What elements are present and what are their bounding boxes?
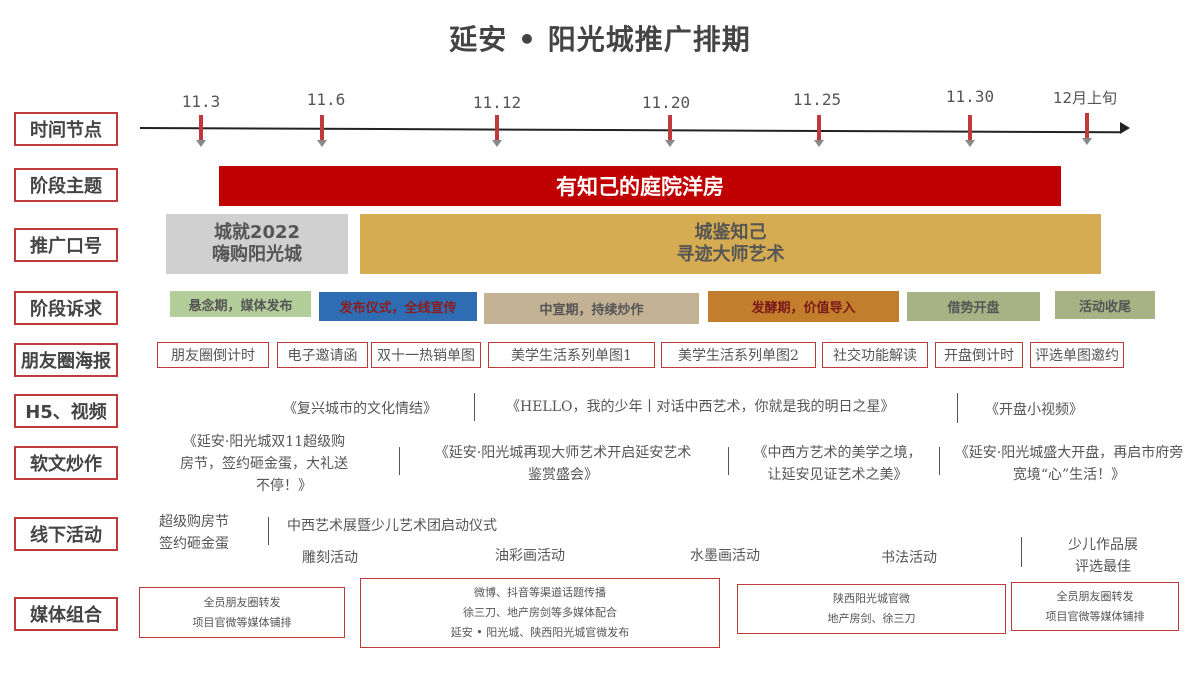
row-label-theme: 阶段主题: [14, 168, 118, 202]
slogan-1-line-1: 城就2022: [213, 222, 301, 243]
offline-item-d: 油彩画活动: [495, 548, 565, 564]
divider: [268, 517, 269, 545]
media-line: 项目官微等媒体铺排: [192, 615, 292, 629]
poster-item: 评选单图邀约: [1030, 342, 1124, 368]
timeline-marker: [665, 115, 675, 147]
timeline-marker: [1082, 113, 1092, 145]
slogan-2-line-1: 城鉴知己: [694, 222, 767, 243]
timeline-marker: [492, 115, 502, 147]
date-label: 11.20: [641, 93, 691, 112]
slogan-block-2: 城鉴知己 寻迹大师艺术: [360, 214, 1101, 274]
softtext-item-3: 《中西方艺术的美学之境， 让延安见证艺术之美》: [745, 442, 930, 486]
divider: [1021, 537, 1022, 567]
softtext-line: 让延安见证艺术之美》: [767, 467, 908, 483]
phase-bar-3: 中宣期，持续炒作: [484, 293, 699, 324]
slogan-2-line-2: 寻迹大师艺术: [676, 244, 785, 265]
media-box-1: 全员朋友圈转发 项目官微等媒体铺排: [139, 587, 345, 638]
offline-item-e: 水墨画活动: [690, 548, 760, 564]
phase-bar-1: 悬念期，媒体发布: [170, 291, 311, 317]
timeline-marker: [317, 115, 327, 147]
divider: [474, 393, 475, 421]
row-label-moments: 朋友圈海报: [14, 343, 118, 377]
media-box-2: 微博、抖音等渠道话题传播 徐三刀、地产房剑等多媒体配合 延安 • 阳光城、陕西阳…: [360, 578, 720, 648]
softtext-line: 《延安·阳光城盛大开盘，再启市府旁: [954, 445, 1184, 461]
softtext-line: 宽境“心”生活！》: [1012, 467, 1126, 483]
media-line: 地产房剑、徐三刀: [827, 612, 916, 625]
divider: [957, 393, 958, 423]
poster-item: 朋友圈倒计时: [157, 342, 269, 368]
offline-line: 评选最佳: [1075, 559, 1131, 575]
media-line: 徐三刀、地产房剑等多媒体配合: [463, 606, 617, 619]
softtext-item-4: 《延安·阳光城盛大开盘，再启市府旁 宽境“心”生活！》: [944, 442, 1194, 486]
offline-line: 少儿作品展: [1068, 537, 1138, 553]
media-line: 陕西阳光城官微: [833, 592, 910, 605]
timeline-axis: [139, 127, 1120, 134]
timeline-marker: [196, 115, 206, 147]
slogan-block-1: 城就2022 嗨购阳光城: [166, 214, 348, 274]
divider: [939, 447, 940, 475]
date-label: 11.3: [181, 92, 221, 111]
poster-item: 美学生活系列单图1: [488, 342, 655, 368]
poster-item: 双十一热销单图: [371, 342, 481, 368]
timeline-marker: [965, 115, 975, 147]
row-label-time: 时间节点: [14, 112, 118, 146]
media-line: 全员朋友圈转发: [203, 595, 281, 609]
timeline-marker: [814, 115, 824, 147]
poster-item: 电子邀请函: [277, 342, 368, 368]
row-label-appeal: 阶段诉求: [14, 291, 118, 325]
offline-item-b: 中西艺术展暨少儿艺术团启动仪式: [287, 518, 497, 534]
softtext-line: 《中西方艺术的美学之境，: [753, 445, 922, 461]
divider: [399, 447, 400, 475]
h5-item: 《HELLO，我的少年丨对话中西艺术，你就是我的明日之星》: [506, 399, 895, 415]
h5-item: 《开盘小视频》: [985, 402, 1083, 418]
softtext-line: 鉴赏盛会》: [528, 467, 598, 483]
media-line: 项目官微等媒体铺排: [1045, 609, 1145, 623]
softtext-item-2: 《延安·阳光城再现大师艺术开启延安艺术 鉴赏盛会》: [418, 442, 708, 486]
media-box-4: 全员朋友圈转发 项目官微等媒体铺排: [1011, 582, 1179, 631]
poster-item: 开盘倒计时: [935, 342, 1023, 368]
timeline-arrow-icon: [1120, 122, 1130, 134]
phase-bar-6: 活动收尾: [1055, 291, 1155, 319]
row-label-softtext: 软文炒作: [14, 446, 118, 480]
softtext-line: 《延安·阳光城双11超级购: [182, 434, 346, 450]
media-box-3: 陕西阳光城官微 地产房剑、徐三刀: [737, 584, 1006, 634]
phase-bar-2: 发布仪式，全线宣传: [319, 292, 477, 321]
page-title: 延安 • 阳光城推广排期: [449, 23, 751, 56]
divider: [728, 447, 729, 475]
media-line: 全员朋友圈转发: [1056, 589, 1134, 603]
theme-bar: 有知己的庭院洋房: [219, 166, 1061, 206]
offline-line: 超级购房节: [159, 514, 229, 530]
offline-item-c: 雕刻活动: [302, 550, 358, 566]
date-label: 11.12: [472, 93, 522, 112]
phase-bar-5: 借势开盘: [907, 292, 1040, 321]
poster-item: 美学生活系列单图2: [661, 342, 816, 368]
date-label: 12月上旬: [1052, 89, 1118, 107]
media-line: 延安 • 阳光城、陕西阳光城官微发布: [450, 626, 630, 639]
slogan-1-line-2: 嗨购阳光城: [212, 244, 302, 265]
date-label: 11.25: [792, 90, 842, 109]
row-label-slogan: 推广口号: [14, 228, 118, 262]
phase-bar-4: 发酵期，价值导入: [708, 291, 899, 322]
media-line: 微博、抖音等渠道话题传播: [474, 586, 606, 599]
offline-item-f: 书法活动: [881, 550, 937, 566]
date-label: 11.6: [306, 90, 346, 109]
offline-item-a: 超级购房节 签约砸金蛋: [159, 511, 229, 555]
row-label-media: 媒体组合: [14, 597, 118, 631]
date-label: 11.30: [945, 87, 995, 106]
offline-line: 签约砸金蛋: [159, 536, 229, 552]
softtext-line: 《延安·阳光城再现大师艺术开启延安艺术: [434, 445, 692, 461]
row-label-offline: 线下活动: [14, 517, 118, 551]
softtext-item-1: 《延安·阳光城双11超级购 房节，签约砸金蛋，大礼送 不停！》: [160, 431, 368, 497]
poster-item: 社交功能解读: [822, 342, 928, 368]
h5-item: 《复兴城市的文化情结》: [283, 401, 437, 417]
softtext-line: 房节，签约砸金蛋，大礼送: [180, 456, 348, 472]
offline-item-g: 少儿作品展 评选最佳: [1068, 534, 1138, 578]
softtext-line: 不停！》: [256, 478, 312, 494]
row-label-h5: H5、视频: [14, 394, 118, 428]
